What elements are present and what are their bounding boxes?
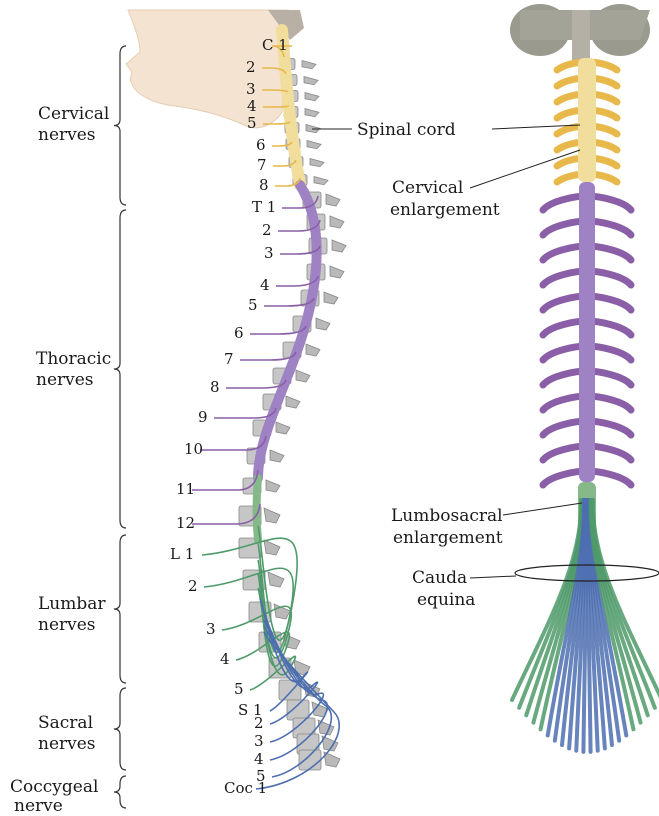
cervical-label-2: nerves [38, 125, 96, 145]
cervical-enlargement-leader [470, 150, 580, 188]
nerve-label-27: 2 [254, 714, 264, 732]
coccygeal-label-2: nerve [14, 796, 63, 816]
region-brace [114, 210, 126, 528]
lumbosacral-leader [503, 503, 582, 515]
nerve-label-20: 12 [176, 514, 195, 532]
region-brace [114, 776, 126, 808]
spinous-process [316, 318, 330, 330]
nerve-label-7: 7 [257, 156, 267, 174]
nerve-label-9: T 1 [252, 198, 276, 216]
region-brace [114, 688, 126, 770]
lumbar-label-1: Lumbar [38, 594, 106, 614]
nerve-label-29: 4 [254, 750, 264, 768]
spinous-process [286, 396, 300, 408]
spinous-process [276, 422, 290, 434]
nerve-label-31: Coc 1 [224, 779, 267, 797]
thoracic-cord [579, 182, 595, 482]
lumbar-label-2: nerves [38, 615, 96, 635]
cauda-equina-label-1: Cauda [412, 568, 467, 588]
nerve-label-14: 6 [234, 324, 244, 342]
spinous-process [324, 292, 338, 304]
sacral-label-2: nerves [38, 734, 96, 754]
cauda-equina-roots [512, 500, 659, 752]
spinous-process [302, 61, 316, 69]
spinous-process [264, 540, 280, 555]
lumbosacral-enlargement-label-1: Lumbosacral [391, 506, 503, 526]
nerve-label-23: 3 [206, 620, 216, 638]
thoracic-label-1: Thoracic [36, 349, 111, 369]
spinous-process [306, 344, 320, 356]
nerve-label-8: 8 [259, 176, 269, 194]
spinous-process [270, 450, 284, 462]
cervical-label-1: Cervical [38, 104, 109, 124]
region-braces [114, 46, 126, 808]
nerve-label-2: 2 [246, 58, 256, 76]
nerve-label-3: 3 [246, 80, 256, 98]
spinous-process [305, 93, 319, 101]
region-brace [114, 46, 126, 205]
region-labels: Cervical nerves Thoracic nerves Lumbar n… [10, 104, 111, 816]
nerve-label-5: 5 [247, 114, 257, 132]
nerve-label-13: 5 [248, 296, 258, 314]
cauda-equina-label-2: equina [417, 590, 475, 610]
lumbosacral-enlargement-label-2: enlargement [393, 528, 503, 548]
spinous-process [268, 572, 284, 587]
nerve-label-28: 3 [254, 732, 264, 750]
spinous-process [332, 240, 346, 252]
nerve-label-6: 6 [256, 136, 266, 154]
nerve-label-10: 2 [262, 221, 272, 239]
spinous-process [304, 77, 318, 85]
nerve-label-21: L 1 [170, 545, 194, 563]
cervical-enlargement-label-2: enlargement [390, 200, 500, 220]
nerve-label-22: 2 [188, 577, 198, 595]
nerve-label-12: 4 [260, 276, 270, 294]
vertebral-body [287, 700, 309, 720]
spinous-process [305, 109, 319, 117]
cervical-enlargement [578, 58, 596, 182]
spinous-process [307, 141, 321, 149]
cervical-enlargement-label-1: Cervical [392, 178, 463, 198]
nerve-label-1: C 1 [262, 36, 288, 54]
sacral-label-1: Sacral [38, 713, 93, 733]
nerve-label-19: 11 [176, 480, 195, 498]
spinous-process [326, 194, 340, 206]
cauda-equina-leader [470, 576, 516, 578]
callouts: Spinal cord Cervical enlargement Lumbosa… [312, 120, 582, 610]
nerve-label-15: 7 [224, 350, 234, 368]
spinal-cord-posterior [578, 58, 596, 546]
spinous-process [330, 266, 344, 278]
nerve-root-18 [200, 436, 266, 450]
nerve-label-4: 4 [247, 97, 257, 115]
vertebral-body [299, 750, 321, 770]
nerve-label-16: 8 [210, 378, 220, 396]
nerve-label-24: 4 [220, 650, 230, 668]
nerve-label-25: 5 [234, 680, 244, 698]
spinous-process [330, 216, 344, 228]
nerve-label-18: 10 [184, 440, 203, 458]
spinous-process [310, 159, 324, 167]
coccygeal-label-1: Coccygeal [10, 777, 98, 797]
spinous-process [296, 370, 310, 382]
nerve-label-17: 9 [198, 408, 208, 426]
spinous-process [314, 177, 328, 185]
brain-stem [510, 4, 650, 60]
nerve-label-11: 3 [264, 244, 274, 262]
thoracic-label-2: nerves [36, 370, 94, 390]
spinous-process [264, 508, 280, 523]
region-brace [114, 535, 126, 683]
spinous-process [266, 480, 280, 492]
spinal-cord-label: Spinal cord [357, 120, 456, 140]
cord-lumbar-segment [257, 478, 259, 540]
